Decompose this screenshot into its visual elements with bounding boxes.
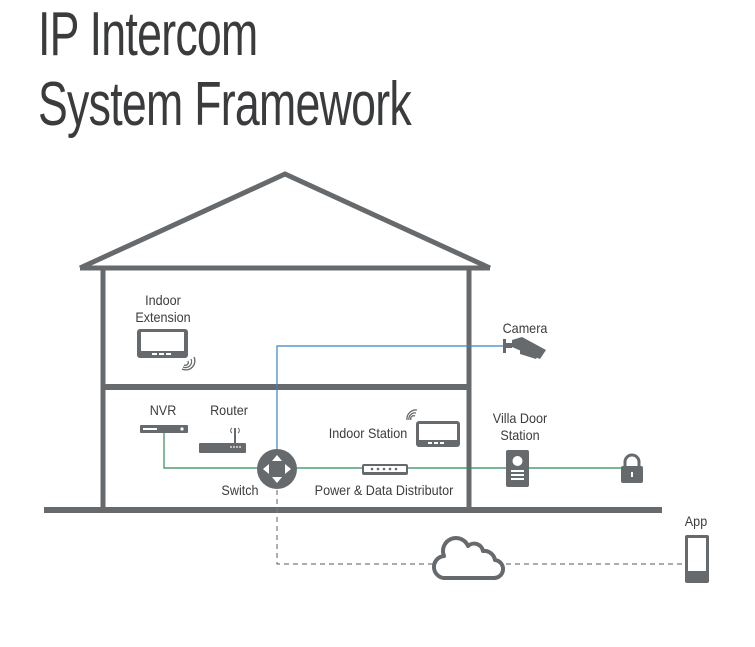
indoor-extension-icon[interactable] bbox=[137, 329, 196, 371]
camera-icon[interactable] bbox=[503, 337, 546, 359]
router-label: Router bbox=[210, 402, 248, 418]
router-icon[interactable] bbox=[199, 427, 246, 453]
title-line-1: IP Intercom bbox=[38, 0, 258, 69]
dashed-link-cloud bbox=[276, 490, 440, 565]
app-label: App bbox=[684, 513, 708, 529]
nvr-icon[interactable] bbox=[140, 425, 188, 433]
villa-door-station-label-line2: Station bbox=[500, 427, 540, 443]
indoor-station-icon[interactable] bbox=[406, 409, 460, 447]
indoor-extension-label: Indoor Extension bbox=[133, 292, 192, 326]
camera-label: Camera bbox=[502, 320, 548, 336]
villa-door-station-icon[interactable] bbox=[506, 450, 529, 487]
indoor-extension-label-line1: Indoor bbox=[145, 292, 181, 308]
villa-door-station-label-line1: Villa Door bbox=[492, 410, 548, 426]
smartphone-icon[interactable] bbox=[685, 535, 709, 583]
green-link-nvr bbox=[163, 432, 277, 469]
title-line-2: System Framework bbox=[38, 70, 412, 139]
nvr-label: NVR bbox=[149, 402, 177, 418]
wireless-signal-icon bbox=[181, 356, 196, 371]
power-data-distributor-label: Power & Data Distributor bbox=[314, 482, 454, 498]
villa-door-station-label: Villa Door Station bbox=[488, 410, 553, 444]
house-structure bbox=[44, 171, 662, 513]
blue-link-camera bbox=[276, 345, 505, 468]
roof bbox=[78, 171, 492, 271]
padlock-icon[interactable] bbox=[621, 453, 643, 483]
switch-label: Switch bbox=[221, 482, 259, 498]
cloud-icon[interactable] bbox=[431, 536, 505, 581]
wireless-signal-icon bbox=[406, 409, 418, 421]
indoor-extension-label-line2: Extension bbox=[135, 309, 191, 325]
indoor-station-label: Indoor Station bbox=[328, 425, 408, 441]
connections bbox=[163, 345, 682, 565]
switch-icon[interactable] bbox=[257, 449, 297, 489]
distributor-icon[interactable] bbox=[362, 464, 408, 475]
